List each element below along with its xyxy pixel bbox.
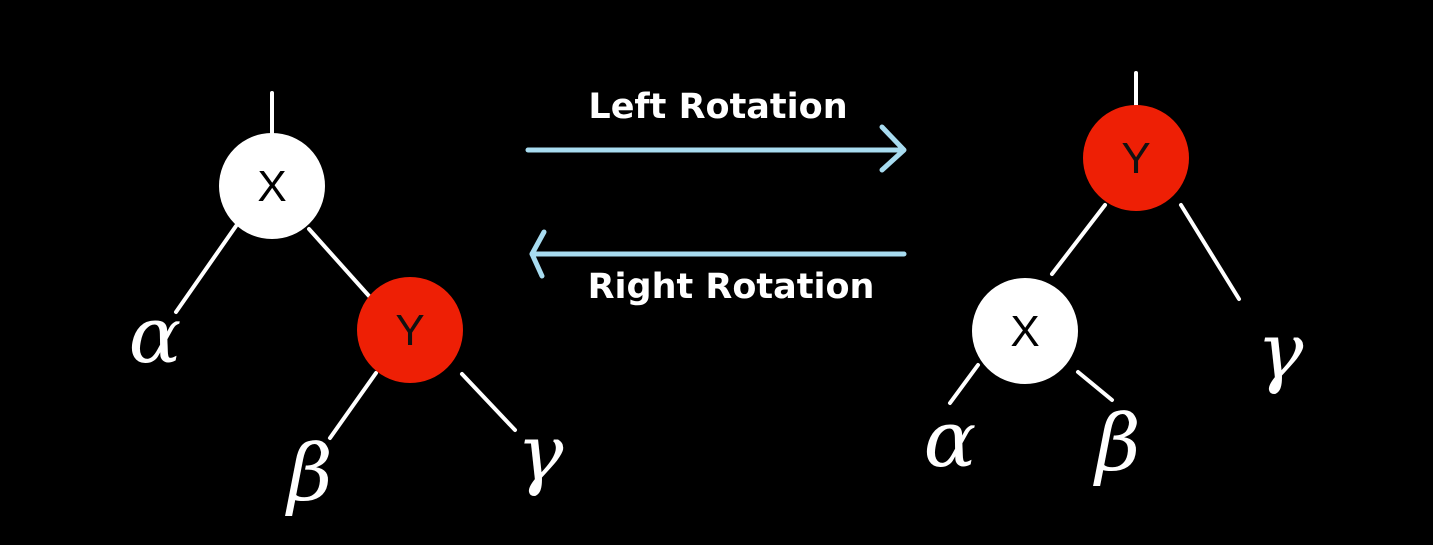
left-tree-node-y-label: Y (395, 306, 424, 355)
right-tree-node-y-label: Y (1121, 134, 1150, 183)
right-rotation-label: Right Rotation (588, 267, 875, 307)
right-tree-gamma: γ (1257, 307, 1304, 397)
rotation-arrows: Left Rotation Right Rotation (525, 87, 907, 307)
right-tree-y-gamma-edge (1179, 203, 1241, 301)
left-tree-gamma: γ (517, 409, 564, 499)
left-tree-y-beta-edge (328, 371, 378, 440)
left-tree-node-y (357, 277, 463, 383)
right-tree-node-x (972, 278, 1078, 384)
left-rotation-label: Left Rotation (588, 87, 847, 127)
left-tree-x-alpha-edge (174, 224, 238, 314)
left-tree-alpha: α (129, 291, 182, 381)
right-tree-x-alpha-edge (948, 363, 980, 405)
left-tree-node-x (219, 133, 325, 239)
right-tree-node-x-label: X (1010, 307, 1039, 356)
right-tree-x-beta-edge (1076, 370, 1114, 402)
right-tree: Y X α β γ (924, 71, 1304, 489)
right-tree-beta: β (1092, 399, 1140, 489)
left-tree-node-x-label: X (257, 162, 286, 211)
right-tree-y-x-edge (1050, 203, 1107, 276)
left-tree-y-gamma-edge (460, 372, 517, 432)
right-rotation-arrow (529, 229, 907, 279)
right-tree-node-y (1083, 105, 1189, 211)
left-tree-x-y-edge (307, 227, 371, 298)
left-tree-beta: β (284, 429, 332, 519)
left-tree: X Y α β γ (129, 91, 564, 519)
left-rotation-arrow (525, 124, 907, 173)
right-tree-alpha: α (924, 395, 977, 485)
